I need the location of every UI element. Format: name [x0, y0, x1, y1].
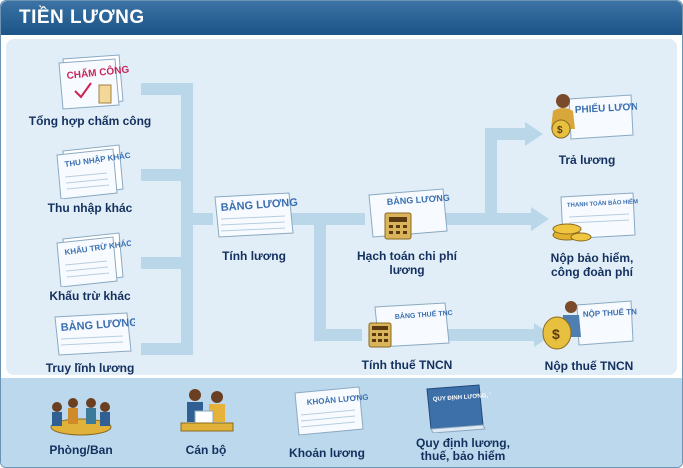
node-tinh-thue-tncn[interactable]: BẢNG THUẾ TNCN Tính thuế TNCN [357, 301, 457, 373]
bottom-item-can-bo[interactable]: Cán bộ [161, 385, 251, 465]
salary-items-document-icon: KHOẢN LƯƠNG [294, 386, 369, 436]
arrow-to-tinh-luong [193, 213, 213, 225]
arrow-tinh-thue-out [446, 329, 534, 341]
arrow-bus-input [181, 83, 193, 355]
arrow-to-tinh-thue [314, 329, 362, 341]
payroll-document-icon: BẢNG LƯƠNG [214, 192, 298, 238]
output-label: Nộp thuế TNCN [544, 359, 634, 373]
node-khau-tru-khac[interactable]: KHẤU TRỪ KHÁC Khấu trừ khác [15, 229, 165, 307]
bottom-item-phong-ban[interactable]: Phòng/Ban [31, 393, 131, 465]
svg-text:$: $ [552, 326, 560, 342]
income-document-icon: THU NHẬP KHÁC [56, 144, 131, 199]
input-label: Truy lĩnh lương [45, 361, 135, 375]
bottom-label: Khoản lương [289, 446, 365, 460]
svg-text:PHIẾU LƯƠNG: PHIẾU LƯƠNG [574, 99, 637, 116]
node-tinh-luong[interactable]: BẢNG LƯƠNG Tính lương [209, 191, 299, 267]
arrow-head-tra-luong [525, 122, 543, 146]
svg-text:BẢNG LƯƠNG: BẢNG LƯƠNG [220, 196, 298, 214]
arrow-branch-up [485, 133, 497, 219]
payslip-document-icon: PHIẾU LƯƠNG $ [551, 94, 637, 140]
bottom-label: Quy định lương, thuế, bảo hiểm [416, 436, 510, 463]
deduction-document-icon: KHẤU TRỪ KHÁC [56, 232, 131, 287]
process-label: Hạch toán chi phí lương [357, 249, 458, 277]
regulation-book-icon: QUY ĐỊNH LƯƠNG, THUẾ, BẢO HIỂM [426, 384, 491, 433]
bottom-label: Phòng/Ban [49, 443, 113, 457]
node-hach-toan-chi-phi-luong[interactable]: BẢNG LƯƠNG Hạch toán chi phí lương [357, 187, 457, 277]
bottom-item-khoan-luong[interactable]: KHOẢN LƯƠNG Khoản lương [277, 385, 377, 465]
node-truy-linh-luong[interactable]: BẢNG LƯƠNG Truy lĩnh lương [15, 311, 165, 377]
svg-text:NỘP THUẾ TNCN: NỘP THUẾ TNCN [583, 306, 637, 319]
process-label: Tính thuế TNCN [361, 358, 453, 372]
payroll-document-icon: BẢNG LƯƠNG [54, 312, 135, 356]
arrow-head-bao-hiem [531, 207, 549, 231]
arrow-to-tra-luong [485, 128, 525, 140]
node-nop-thue-tncn[interactable]: NỘP THUẾ TNCN $ Nộp thuế TNCN [537, 297, 641, 373]
svg-text:BẢNG LƯƠNG: BẢNG LƯƠNG [386, 192, 450, 207]
output-label: Nộp bảo hiểm, công đoàn phí [550, 251, 634, 279]
insurance-document-icon: THANH TOÁN BẢO HIỂM CÔNG ĐOÀN PHÍ [552, 192, 639, 242]
bottom-label: Cán bộ [185, 443, 227, 457]
input-label: Tổng hợp chấm công [28, 114, 152, 128]
header-bar: TIỀN LƯƠNG [1, 1, 682, 35]
arrow-input-1 [141, 83, 181, 95]
node-nop-bao-hiem[interactable]: THANH TOÁN BẢO HIỂM CÔNG ĐOÀN PHÍ Nộp bả… [537, 189, 647, 279]
arrow-input-4 [141, 343, 181, 355]
tax-document-icon: BẢNG THUẾ TNCN [368, 302, 453, 348]
department-meeting-icon [50, 398, 112, 436]
node-tra-luong[interactable]: PHIẾU LƯƠNG $ Trả lương [537, 89, 637, 169]
node-thu-nhap-khac[interactable]: THU NHẬP KHÁC Thu nhập khác [15, 141, 165, 219]
node-tong-hop-cham-cong[interactable]: CHẤM CÔNG Tổng hợp chấm công [15, 53, 165, 131]
bottom-item-quy-dinh[interactable]: QUY ĐỊNH LƯƠNG, THUẾ, BẢO HIỂM Quy định … [405, 383, 521, 467]
output-label: Trả lương [558, 153, 616, 167]
page-title: TIỀN LƯƠNG [19, 7, 145, 28]
input-label: Thu nhập khác [47, 201, 133, 215]
timesheet-document-icon: CHẤM CÔNG [58, 54, 130, 110]
arrow-split-down [314, 219, 326, 341]
svg-text:$: $ [557, 125, 563, 136]
svg-text:BẢNG LƯƠNG: BẢNG LƯƠNG [60, 316, 135, 334]
arrow-input-2 [141, 169, 181, 181]
staff-icon [180, 389, 234, 432]
arrow-input-3 [141, 257, 181, 269]
input-label: Khấu trừ khác [49, 289, 131, 303]
tax-payment-document-icon: NỘP THUẾ TNCN $ [542, 300, 637, 350]
accounting-document-icon: BẢNG LƯƠNG [368, 188, 450, 240]
process-label: Tính lương [222, 249, 286, 263]
